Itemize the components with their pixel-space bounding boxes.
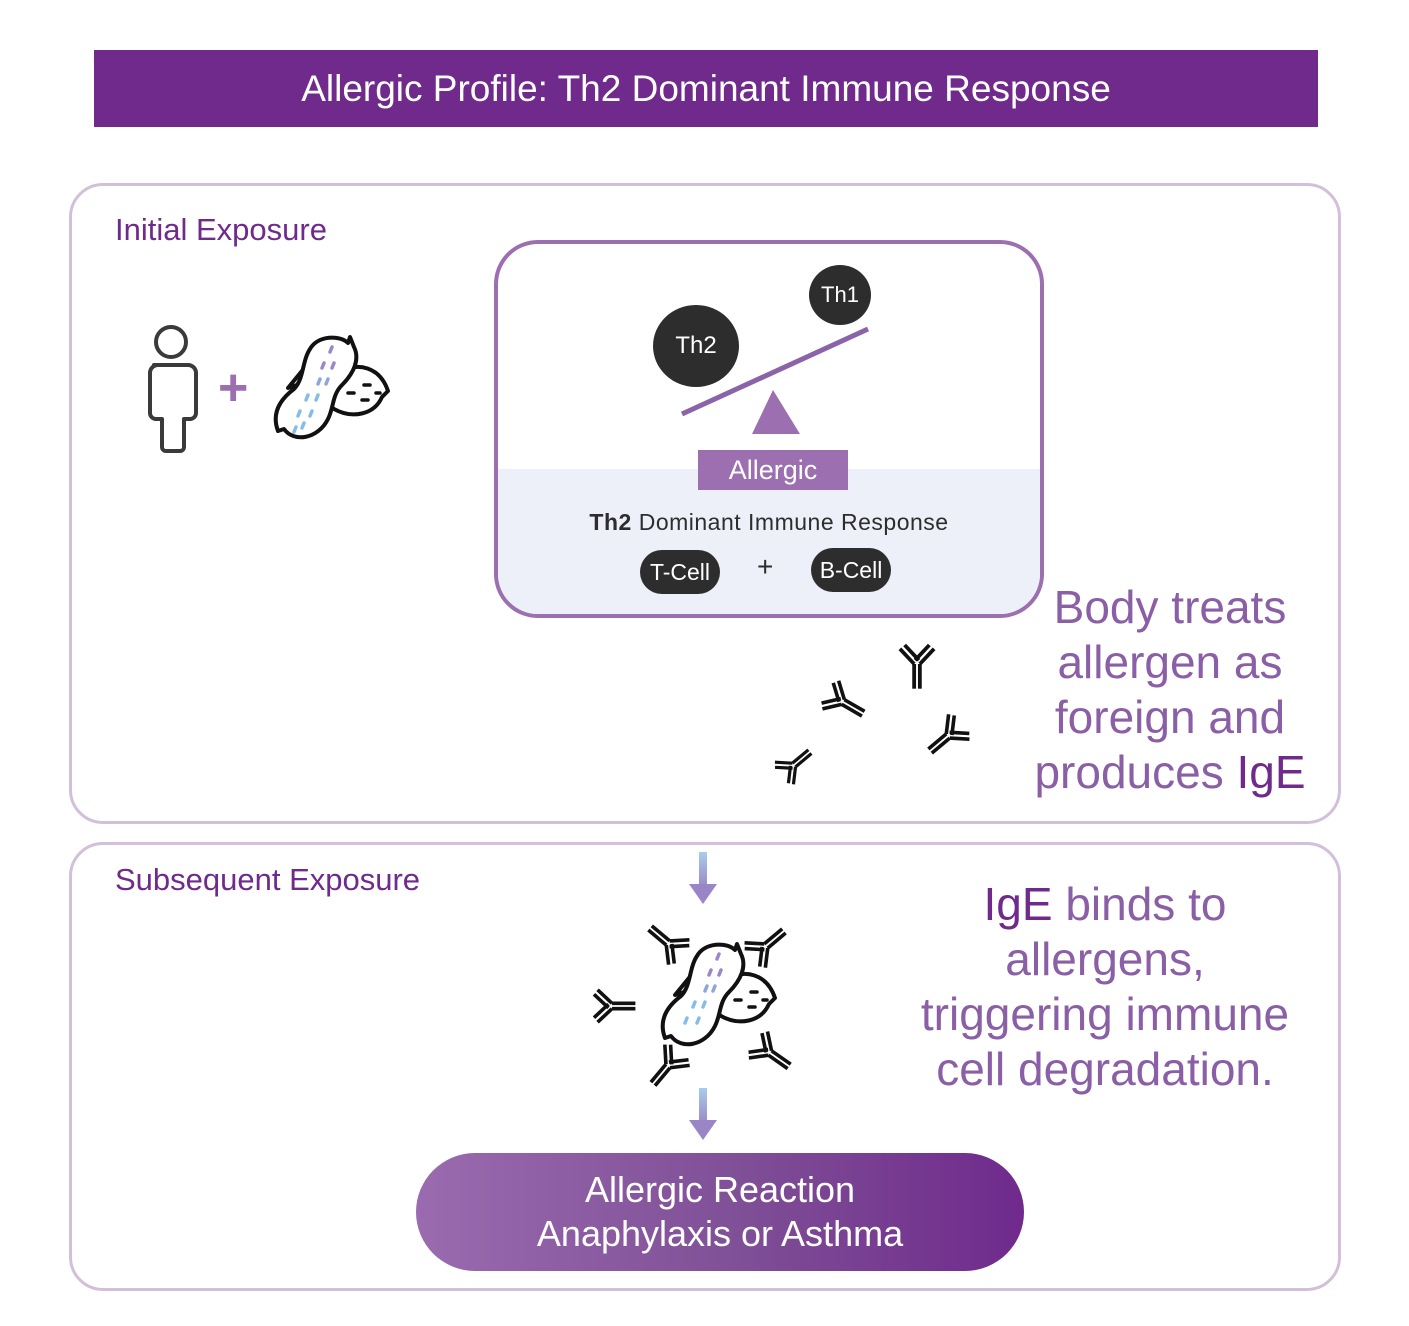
peanut-allergen-icon bbox=[273, 335, 390, 440]
description-line: IgE binds to bbox=[900, 877, 1310, 932]
header-banner: Allergic Profile: Th2 Dominant Immune Re… bbox=[94, 50, 1318, 127]
description-line: produces IgE bbox=[1025, 745, 1315, 800]
antibody-icon bbox=[637, 913, 695, 969]
allergic-tag-label: Allergic bbox=[728, 454, 818, 485]
description-line: foreign and bbox=[1054, 691, 1286, 743]
th2-label: Th2 bbox=[675, 332, 717, 359]
description-line: allergens, bbox=[1005, 933, 1205, 985]
arrow-down-icon bbox=[689, 1088, 717, 1140]
plus-icon: + bbox=[218, 359, 249, 417]
b-cell-pill: B-Cell bbox=[811, 548, 891, 592]
description-line: cell degradation. bbox=[936, 1043, 1274, 1095]
antibody-icon bbox=[638, 1039, 694, 1097]
seesaw-icon bbox=[680, 326, 870, 434]
t-cell-pill: T-Cell bbox=[640, 550, 720, 594]
subsequent-exposure-title: Subsequent Exposure bbox=[115, 862, 421, 897]
description-line: Body treats bbox=[1053, 581, 1287, 633]
allergic-tag: Allergic bbox=[698, 450, 848, 490]
initial-exposure-description: Body treats allergen as foreign and prod… bbox=[1025, 580, 1315, 800]
result-line-2: Anaphylaxis or Asthma bbox=[536, 1213, 904, 1254]
b-cell-label: B-Cell bbox=[819, 556, 883, 583]
subsequent-exposure-description: IgE binds to allergens, triggering immun… bbox=[900, 877, 1310, 1097]
balance-diagram-box: Th2 Th1 Allergic Th2 Dominant Immune Res… bbox=[494, 240, 1044, 618]
peanut-allergen-icon bbox=[660, 942, 777, 1047]
allergic-reaction-result: Allergic Reaction Anaphylaxis or Asthma bbox=[416, 1153, 1024, 1271]
antibody-icon bbox=[770, 738, 821, 788]
antibody-icon bbox=[817, 677, 874, 730]
arrow-down-icon bbox=[689, 852, 717, 904]
person-icon bbox=[148, 325, 198, 453]
th2-circle: Th2 bbox=[653, 305, 739, 387]
ige-emphasis: IgE bbox=[1236, 746, 1306, 798]
antibody-icon bbox=[898, 643, 936, 691]
cell-plus-icon: + bbox=[757, 551, 774, 582]
description-text: produces bbox=[1034, 746, 1237, 798]
th1-circle: Th1 bbox=[809, 265, 871, 325]
result-line-1: Allergic Reaction bbox=[584, 1169, 856, 1210]
t-cell-label: T-Cell bbox=[649, 558, 711, 585]
ige-emphasis: IgE bbox=[983, 878, 1053, 930]
antibody-icon bbox=[744, 1027, 801, 1082]
antibody-icon bbox=[592, 987, 638, 1025]
th1-label: Th1 bbox=[821, 282, 859, 307]
initial-exposure-title: Initial Exposure bbox=[115, 212, 327, 247]
header-title: Allergic Profile: Th2 Dominant Immune Re… bbox=[301, 67, 1111, 109]
dominant-response-text: Th2 Dominant Immune Response bbox=[498, 509, 1040, 536]
antibody-icon bbox=[739, 916, 797, 972]
description-line: allergen as bbox=[1057, 636, 1283, 688]
description-line: triggering immune bbox=[920, 988, 1290, 1040]
description-text: binds to bbox=[1052, 878, 1227, 930]
response-area bbox=[498, 469, 1040, 614]
antibody-icon bbox=[917, 710, 975, 766]
response-rest: Dominant Immune Response bbox=[631, 509, 949, 535]
response-bold: Th2 bbox=[589, 509, 632, 535]
